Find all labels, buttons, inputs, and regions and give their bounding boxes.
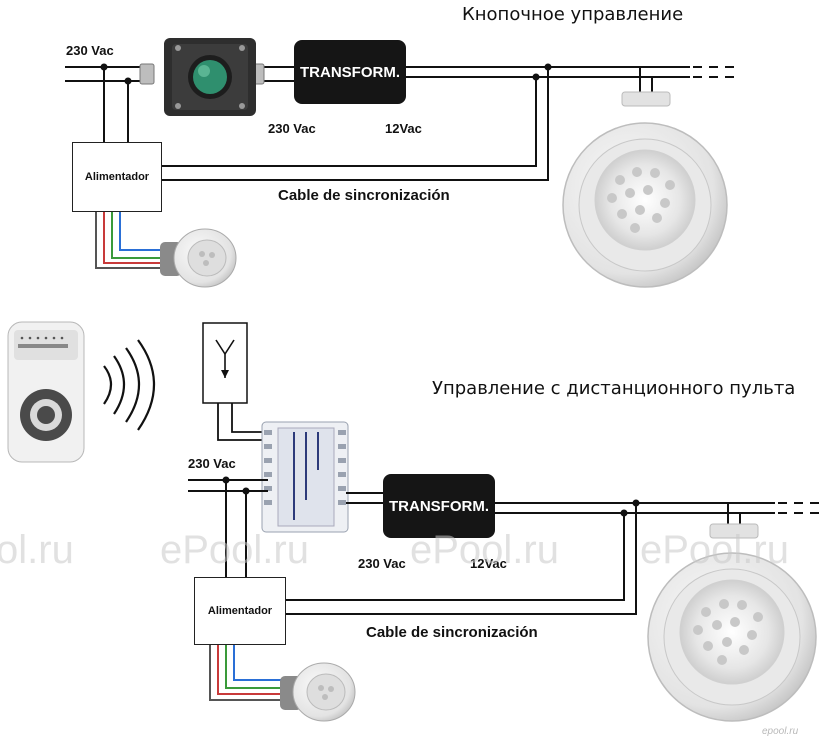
- credit-text: epool.ru: [762, 726, 799, 737]
- power-supply-box: Alimentador: [194, 577, 286, 645]
- spotlight-icon: [280, 662, 356, 722]
- transformer-box: TRANSFORM.: [294, 40, 406, 104]
- supply-voltage-label: 230 Vac: [66, 43, 114, 58]
- section-title-button-control: Кнопочное управление: [462, 4, 684, 25]
- watermark: ePool.ru: [640, 528, 789, 572]
- receiver-module-icon: [261, 421, 349, 533]
- output-voltage-label: 12Vac: [470, 556, 507, 571]
- watermark: ePool.ru: [410, 528, 559, 572]
- sync-cable: [161, 67, 549, 181]
- sync-cable-label: Cable de sincronización: [366, 624, 538, 641]
- remote-control-icon: [7, 321, 85, 463]
- antenna-icon: [202, 322, 248, 404]
- sync-cable-label: Cable de sincronización: [278, 187, 450, 204]
- transformer-box: TRANSFORM.: [383, 474, 495, 538]
- supply-voltage-label: 230 Vac: [188, 456, 236, 471]
- sync-cable: [161, 77, 537, 167]
- pool-light-icon: [562, 91, 728, 288]
- input-voltage-label: 230 Vac: [268, 121, 316, 136]
- pool-light-icon: [647, 523, 817, 722]
- input-voltage-label: 230 Vac: [358, 556, 406, 571]
- section-button-control: [65, 38, 735, 288]
- output-voltage-label: 12Vac: [385, 121, 422, 136]
- signal-waves-icon: [103, 339, 155, 431]
- section-title-remote-control: Управление с дистанционного пульта: [432, 378, 796, 399]
- spotlight-icon: [160, 228, 237, 288]
- push-button-icon: [139, 38, 265, 116]
- watermark: ol.ru: [0, 528, 74, 572]
- watermark: ePool.ru: [160, 528, 309, 572]
- power-supply-box: Alimentador: [72, 142, 162, 212]
- section-remote-control: [7, 321, 820, 722]
